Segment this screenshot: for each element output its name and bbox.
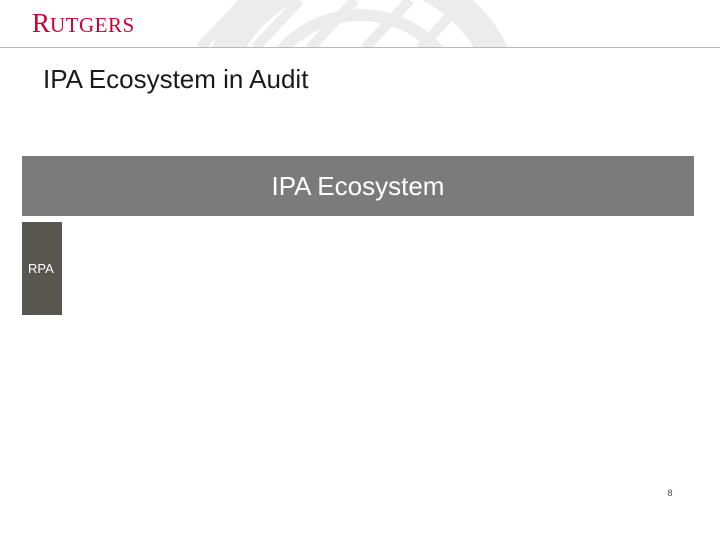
logo-initial: R [32, 8, 51, 38]
header-rule [0, 47, 720, 48]
header-band: RUTGERS [0, 0, 720, 48]
page-number: 8 [667, 488, 673, 498]
slide-title: IPA Ecosystem in Audit [43, 64, 309, 94]
seal-watermark [196, 0, 509, 48]
rpa-label: RPA [28, 261, 54, 276]
ipa-ecosystem-banner: IPA Ecosystem [22, 156, 694, 216]
rutgers-logo: RUTGERS [32, 10, 135, 37]
rpa-box: RPA [22, 222, 62, 315]
logo-rest: UTGERS [50, 13, 135, 37]
banner-label: IPA Ecosystem [271, 171, 445, 201]
